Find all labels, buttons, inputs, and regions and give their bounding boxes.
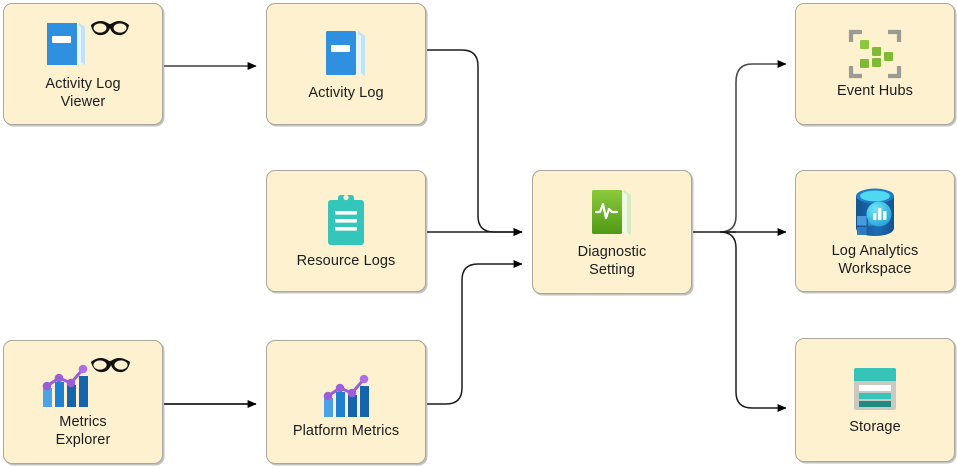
log-analytics-database-icon <box>846 184 904 240</box>
node-label: Event Hubs <box>837 82 913 99</box>
bar-chart-shape <box>42 364 88 407</box>
glasses-shape <box>91 357 130 373</box>
blue-book-icon <box>318 26 374 82</box>
node-diagnostic-setting[interactable]: Diagnostic Setting <box>532 170 692 294</box>
node-label: Activity Log Viewer <box>45 75 121 110</box>
node-label: Platform Metrics <box>292 422 400 439</box>
event-hubs-icon <box>846 28 904 80</box>
node-activity-log-viewer[interactable]: Activity Log Viewer <box>3 3 163 125</box>
node-label: Diagnostic Setting <box>577 243 647 278</box>
storage-account-icon <box>846 364 904 416</box>
node-label: Storage <box>849 418 901 435</box>
node-label: Log Analytics Workspace <box>831 242 919 277</box>
node-log-analytics-workspace[interactable]: Log Analytics Workspace <box>795 170 955 292</box>
node-storage[interactable]: Storage <box>795 338 955 462</box>
glasses-shape <box>91 20 129 36</box>
bar-chart-glasses-icon <box>33 355 133 411</box>
blue-book-glasses-icon <box>35 17 131 73</box>
edge-platform-metrics-to-diagnostic-setting <box>427 260 523 405</box>
blue-book-shape <box>47 22 85 65</box>
edge-diagnostic-setting-to-event-hubs <box>719 60 787 233</box>
node-metrics-explorer[interactable]: Metrics Explorer <box>3 340 163 464</box>
node-event-hubs[interactable]: Event Hubs <box>795 3 955 125</box>
node-resource-logs[interactable]: Resource Logs <box>266 170 426 292</box>
teal-clipboard-icon <box>319 192 373 250</box>
node-activity-log[interactable]: Activity Log <box>266 3 426 125</box>
bar-chart-icon <box>316 364 376 420</box>
node-label: Metrics Explorer <box>55 413 111 448</box>
node-label: Activity Log <box>308 84 384 101</box>
node-label: Resource Logs <box>296 252 396 269</box>
edge-diagnostic-setting-to-storage <box>719 231 787 412</box>
node-platform-metrics[interactable]: Platform Metrics <box>266 340 426 464</box>
edge-activity-log-to-diagnostic-setting <box>427 49 523 236</box>
green-book-pulse-icon <box>584 185 640 241</box>
